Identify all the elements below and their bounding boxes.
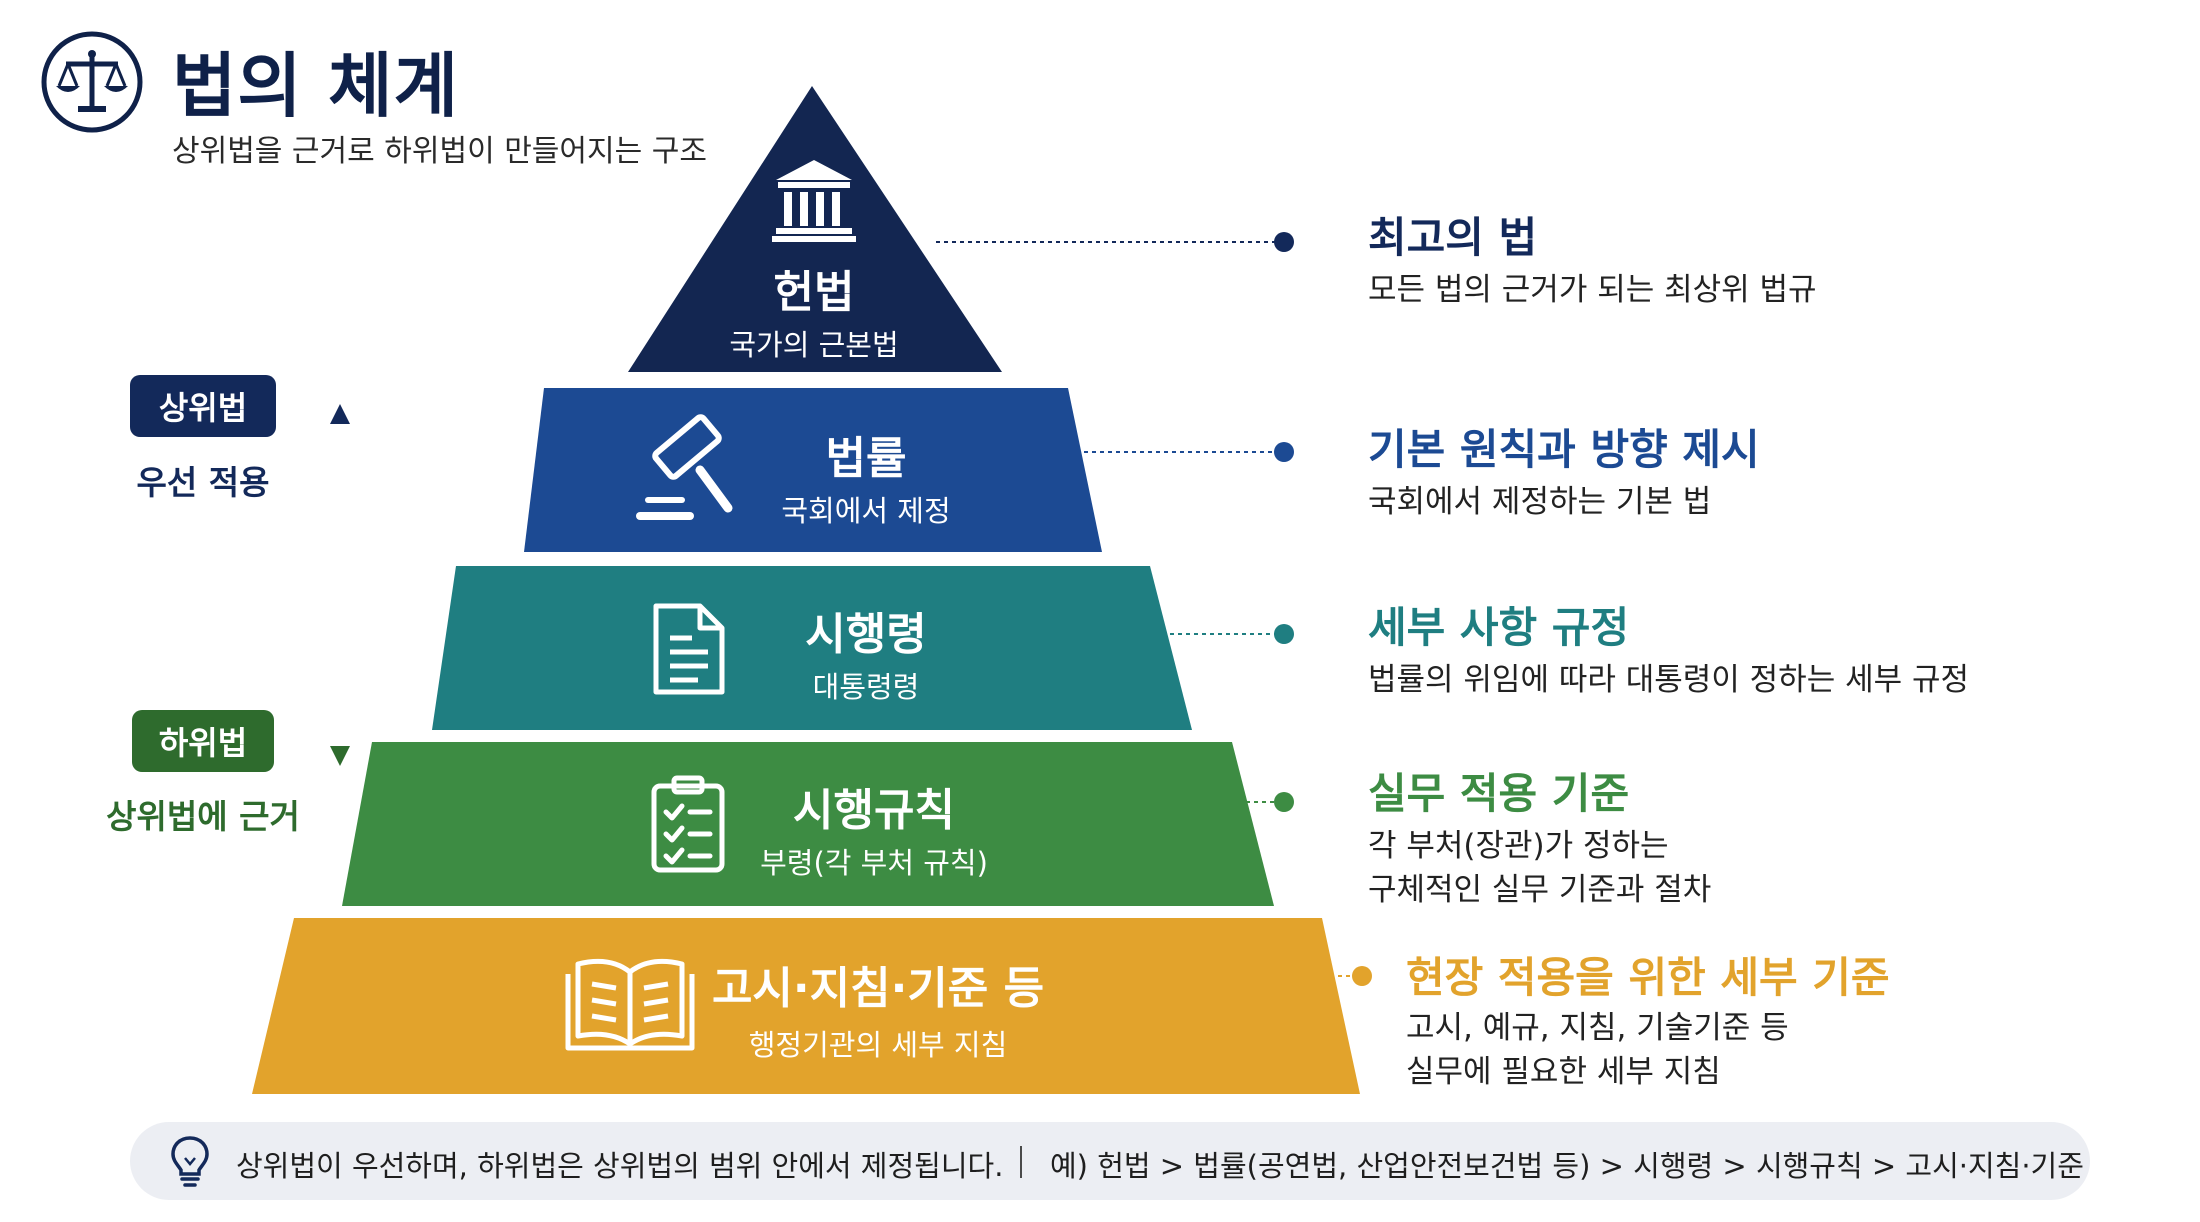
desc-rule-line-2: 구체적인 실무 기준과 절차: [1368, 872, 1712, 908]
tier-decree-sub: 대통령령: [812, 670, 920, 704]
tier-decree-shape: [432, 566, 1192, 730]
lower-law-note: 상위법에 근거: [106, 797, 300, 836]
document-icon: [653, 603, 725, 695]
desc-decree-title: 세부 사항 규정: [1368, 603, 1630, 652]
tier-constitution-name: 헌법: [773, 267, 855, 318]
open-book-icon: [565, 958, 695, 1051]
desc-notice-line-2: 실무에 필요한 세부 지침: [1406, 1054, 1721, 1090]
desc-act-line: 국회에서 제정하는 기본 법: [1368, 484, 1712, 520]
tier-act: [524, 388, 1294, 552]
tier-notice-name: 고시·지침·기준 등: [711, 963, 1045, 1014]
upper-law-badge: 상위법: [130, 375, 276, 437]
desc-notice-line-1: 고시, 예규, 지침, 기술기준 등: [1406, 1010, 1789, 1046]
desc-decree-line: 법률의 위임에 따라 대통령이 정하는 세부 규정: [1368, 662, 1970, 698]
page-subtitle: 상위법을 근거로 하위법이 만들어지는 구조: [172, 134, 707, 169]
footer-example-text: 예) 헌법 > 법률(공연법, 산업안전보건법 등) > 시행령 > 시행규칙 …: [1050, 1149, 2084, 1183]
lightbulb-icon: [171, 1136, 209, 1187]
tier-constitution-sub: 국가의 근본법: [729, 328, 899, 362]
tier-rule-shape: [342, 742, 1274, 906]
checklist-clipboard-icon: [651, 775, 725, 873]
connector-dot-rule: [1274, 792, 1294, 812]
tier-rule-name: 시행규칙: [793, 785, 955, 836]
desc-rule-title: 실무 적용 기준: [1368, 769, 1630, 818]
connector-dot-decree: [1274, 624, 1294, 644]
tier-act-shape: [524, 388, 1102, 552]
tier-rule: [342, 742, 1294, 906]
connector-dot-notice: [1352, 966, 1372, 986]
tier-constitution: [628, 86, 1294, 372]
courthouse-icon: [772, 160, 856, 242]
desc-rule-line-1: 각 부처(장관)가 정하는: [1368, 828, 1669, 864]
priority-arrow: [330, 404, 350, 766]
desc-notice-title: 현장 적용을 위한 세부 기준: [1406, 953, 1890, 1002]
footer-divider: [1020, 1146, 1022, 1178]
tier-act-name: 법률: [825, 433, 907, 484]
desc-act-title: 기본 원칙과 방향 제시: [1368, 425, 1760, 474]
tier-act-sub: 국회에서 제정: [781, 494, 951, 528]
footer-note-bar: [130, 1122, 2090, 1200]
gavel-icon: [636, 414, 733, 520]
tier-decree: [432, 566, 1294, 730]
scales-of-justice-icon: [41, 31, 143, 133]
tier-rule-sub: 부령(각 부처 규칙): [760, 846, 988, 880]
page-title: 법의 체계: [172, 45, 459, 127]
lower-law-badge: 하위법: [132, 710, 274, 772]
footer-principle-text: 상위법이 우선하며, 하위법은 상위법의 범위 안에서 제정됩니다.: [236, 1149, 1004, 1183]
tier-decree-name: 시행령: [805, 609, 927, 660]
tier-notice-shape: [252, 918, 1360, 1094]
connector-dot-constitution: [1274, 232, 1294, 252]
upper-law-note: 우선 적용: [136, 463, 270, 502]
desc-constitution-line: 모든 법의 근거가 되는 최상위 법규: [1368, 272, 1817, 308]
tier-notice: [252, 918, 1372, 1094]
desc-constitution-title: 최고의 법: [1368, 213, 1538, 262]
tier-notice-sub: 행정기관의 세부 지침: [748, 1028, 1008, 1062]
connector-dot-act: [1274, 442, 1294, 462]
